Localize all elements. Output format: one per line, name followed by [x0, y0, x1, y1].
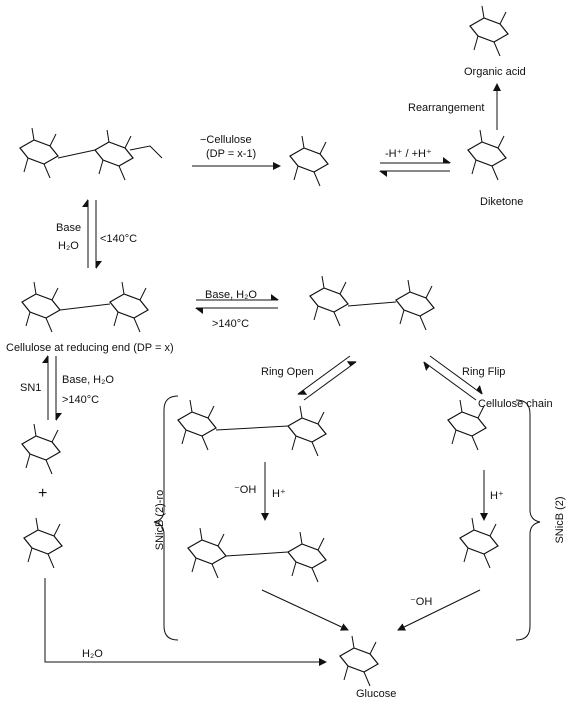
alkoxide-fragment — [21, 423, 61, 475]
label-dp-x-minus-1: (DP = x-1) — [206, 148, 257, 160]
label-mechanism-right: SNicB (2) — [554, 496, 566, 544]
label-temp-above-140-middle: >140°C — [212, 318, 250, 330]
label-sn1: SN1 — [20, 382, 42, 394]
arrow-to-glucose-left — [261, 589, 349, 631]
cellulose-reducing-end-top — [19, 127, 163, 181]
anhydro-intermediate — [459, 517, 499, 569]
label-rearrangement: Rearrangement — [408, 102, 485, 114]
arrow-to-glucose-right — [397, 589, 481, 631]
label-diketone: Diketone — [480, 196, 524, 208]
enediol-intermediate — [289, 135, 329, 187]
equilibrium-arrows-left-lower — [42, 355, 62, 421]
organic-acid-structure — [469, 5, 509, 57]
plus-sign: + — [38, 485, 48, 502]
label-cellulose-reducing-end: Cellulose at reducing end (DP = x) — [6, 342, 174, 354]
label-water-bottom: H₂O — [82, 648, 103, 660]
brace-right — [515, 399, 541, 641]
label-hydroxide-ring-open: ⁻OH — [234, 484, 257, 496]
label-minus-cellulose: −Cellulose — [200, 134, 252, 146]
diketone-structure — [467, 129, 507, 181]
label-cellulose-chain: Cellulose chain — [478, 398, 553, 410]
oxocarbenium-fragment — [23, 517, 63, 569]
label-hydroxide-ring-flip: ⁻OH — [410, 596, 433, 608]
ring-closed-intermediate — [187, 527, 327, 583]
label-temp-above-140-left: >140°C — [62, 394, 100, 406]
glucose-structure — [339, 635, 379, 687]
label-glucose: Glucose — [356, 688, 397, 700]
label-proton-exchange: -H⁺ / +H⁺ — [385, 148, 432, 160]
equilibrium-arrows-left-upper — [82, 199, 102, 269]
label-ring-flip: Ring Flip — [462, 366, 506, 378]
cellulose-reducing-end — [21, 281, 149, 333]
equilibrium-arrows-top — [379, 157, 451, 177]
label-proton-ring-open: H⁺ — [272, 488, 286, 500]
ring-open-intermediate — [177, 399, 327, 457]
equilibrium-arrows-middle — [195, 294, 279, 314]
label-proton-ring-flip: H⁺ — [490, 490, 504, 502]
label-base: Base — [56, 222, 82, 234]
label-water: H₂O — [58, 240, 79, 252]
label-ring-open: Ring Open — [261, 366, 314, 378]
arrows-ring-flip — [423, 355, 483, 401]
label-mechanism-left: SNicB (2)-ro — [154, 489, 166, 551]
arrows-ring-open — [297, 355, 357, 401]
cellulose-activated — [309, 275, 435, 331]
brace-left — [153, 395, 179, 641]
label-base-water-middle: Base, H₂O — [205, 289, 257, 301]
path-water-to-glucose — [44, 578, 327, 666]
label-organic-acid: Organic acid — [464, 66, 526, 78]
label-temp-below-140: <140°C — [100, 233, 138, 245]
label-base-water-left: Base, H₂O — [62, 374, 114, 386]
